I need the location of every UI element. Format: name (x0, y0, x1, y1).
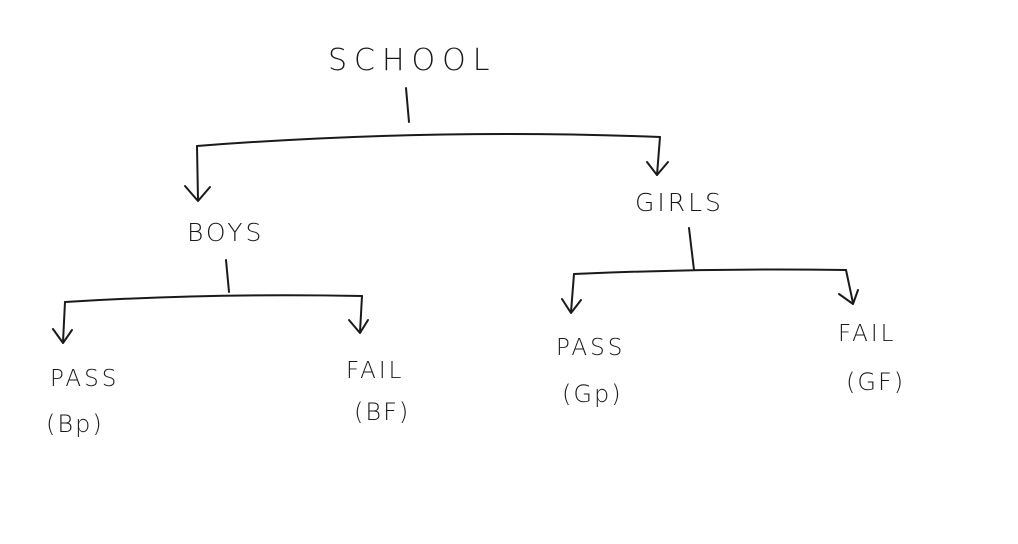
node-boys-pass-label: PASS (50, 366, 119, 392)
edge-boys-stem (225, 259, 230, 293)
node-boys-fail-sub: (BF) (354, 398, 410, 426)
edge-to-boys (196, 145, 199, 201)
edge-school-stem (405, 87, 410, 123)
arrowhead-girls-fail (838, 289, 859, 305)
node-girls-label: GIRLS (635, 188, 724, 217)
edge-girls-bar (573, 268, 847, 275)
edge-girls-stem (688, 227, 695, 271)
edge-to-girls-pass (570, 273, 575, 313)
node-girls-pass-label: PASS (556, 335, 625, 361)
node-girls-fail-sub: (GF) (846, 368, 905, 396)
node-school-label: SCHOOL (328, 43, 497, 78)
edge-to-boys-pass (62, 301, 66, 343)
edge-to-boys-fail (359, 295, 363, 333)
edge-boys-bar (64, 294, 363, 303)
arrowhead-girls (646, 161, 669, 176)
edge-to-girls (656, 136, 661, 176)
node-girls-pass-sub: (Gp) (562, 380, 623, 408)
arrowhead-boys (184, 185, 211, 202)
node-boys-label: BOYS (187, 218, 264, 247)
arrowhead-boys-pass (52, 328, 73, 344)
arrowhead-girls-pass (561, 298, 582, 314)
node-boys-pass-sub: (Bp) (46, 410, 104, 438)
arrowhead-boys-fail (348, 319, 369, 334)
edge-to-girls-fail (845, 269, 854, 304)
node-boys-fail-label: FAIL (346, 358, 404, 384)
edge-school-bar (196, 133, 661, 147)
node-girls-fail-label: FAIL (838, 321, 896, 347)
